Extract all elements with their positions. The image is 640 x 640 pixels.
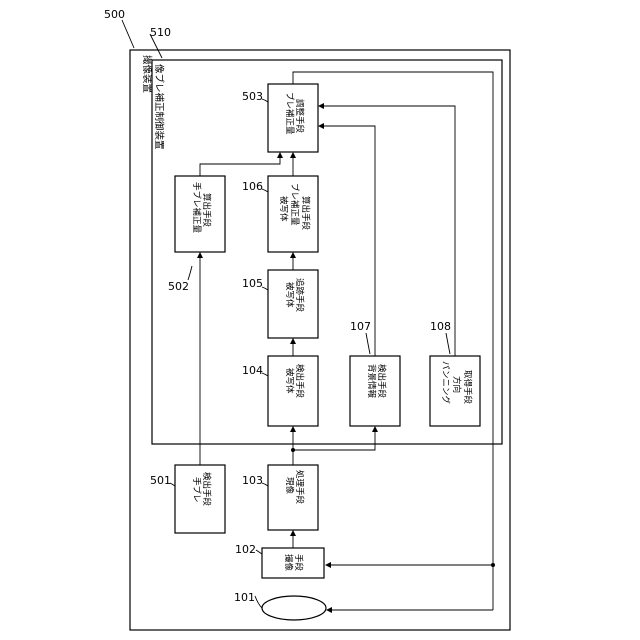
ref-107: 107 — [350, 320, 371, 333]
ref-103: 103 — [242, 474, 263, 487]
block-106-line3: 算出手段 — [300, 196, 311, 231]
block-502-line2: 算出手段 — [201, 193, 212, 228]
block-108-line3: 取得手段 — [462, 370, 473, 405]
imaging-device-title: 撮像装置 — [141, 55, 153, 93]
block-501-line1: 手ブレ — [191, 477, 202, 503]
ref-500: 500 — [104, 8, 125, 21]
arrow-108-to-503 — [319, 106, 455, 356]
ref-503: 503 — [242, 90, 263, 103]
ref-102: 102 — [235, 543, 256, 556]
leader-500 — [122, 20, 134, 48]
ref-105: 105 — [242, 277, 263, 290]
block-107-line1: 背景情報 — [366, 364, 377, 399]
block-108-line1: パンニング — [440, 361, 451, 404]
block-106-line1: 被写体 — [278, 196, 289, 222]
imaging-device-frame — [130, 50, 510, 630]
leader-108 — [446, 333, 450, 354]
ref-106: 106 — [242, 180, 263, 193]
block-105-line1: 被写体 — [284, 282, 295, 308]
block-104-line2: 検出手段 — [294, 364, 305, 399]
arrow-502-to-503 — [200, 153, 280, 176]
block-103-line2: 処理手段 — [294, 470, 305, 505]
block-108-line2: 方向 — [451, 376, 462, 393]
ref-502: 502 — [168, 280, 189, 293]
arrow-103-to-107 — [293, 427, 375, 450]
block-102-line2: 手段 — [293, 554, 304, 572]
block-102-line1: 撮像 — [283, 554, 294, 572]
leader-101 — [255, 596, 262, 608]
block-502-line1: 手ブレ補正量 — [191, 182, 202, 234]
block-105-line2: 追跡手段 — [294, 278, 305, 313]
block-103-line1: 現像 — [284, 477, 295, 495]
ref-501: 501 — [150, 474, 171, 487]
block-503-line1: ブレ補正量 — [284, 92, 295, 135]
leader-102 — [256, 550, 262, 554]
block-103-development — [268, 465, 318, 530]
junction-output — [491, 563, 495, 567]
leader-107 — [366, 333, 370, 354]
leader-502 — [188, 266, 192, 280]
block-501-line2: 検出手段 — [201, 472, 212, 507]
junction-103 — [291, 448, 295, 452]
block-503-line2: 調整手段 — [294, 99, 305, 134]
stabilization-controller-title: 像ブレ補正制御装置 — [153, 64, 165, 150]
ref-104: 104 — [242, 364, 263, 377]
ref-108: 108 — [430, 320, 451, 333]
lens-ellipse — [262, 596, 326, 620]
ref-101: 101 — [234, 591, 255, 604]
ref-510: 510 — [150, 26, 171, 39]
block-106-line2: ブレ補正量 — [289, 183, 300, 226]
block-104-line1: 被写体 — [284, 368, 295, 394]
block-107-line2: 検出手段 — [376, 364, 387, 399]
line-503-output — [293, 72, 493, 610]
